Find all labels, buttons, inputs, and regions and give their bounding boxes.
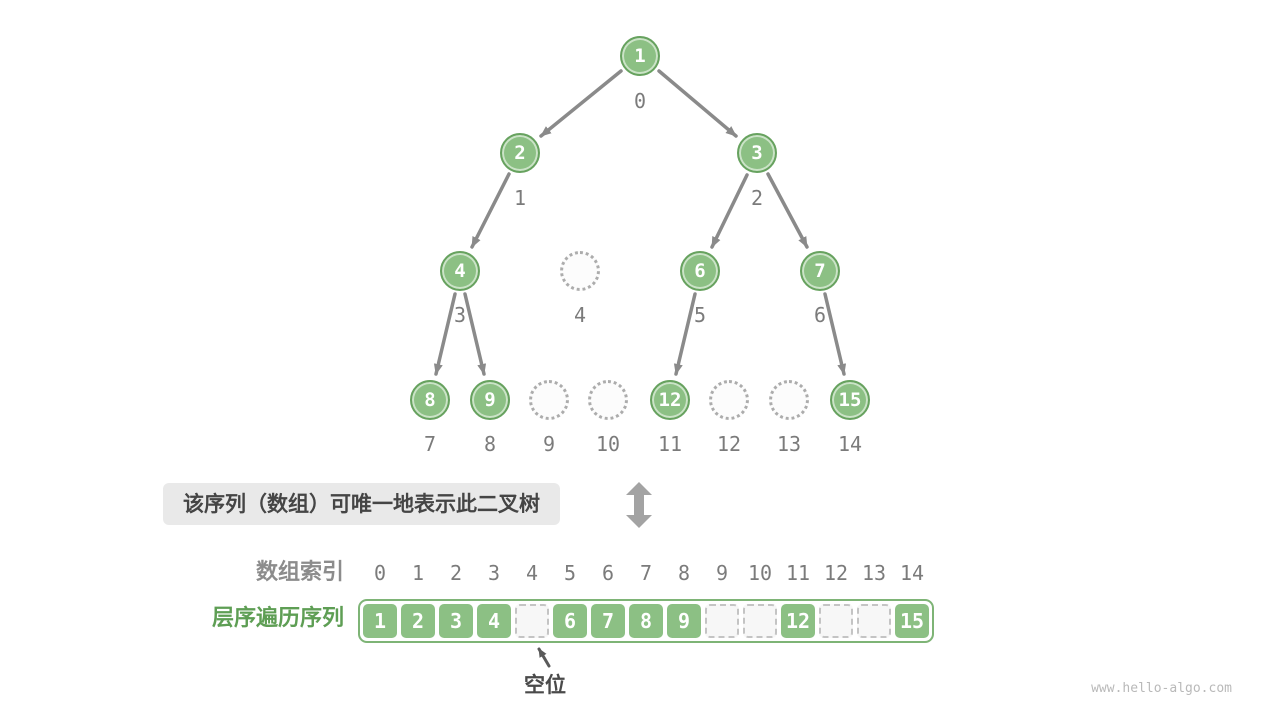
array-index-3: 3 (487, 561, 501, 585)
edge-1-to-3 (657, 69, 738, 138)
tree-index-4: 4 (573, 303, 587, 327)
array-cell-3: 4 (477, 604, 511, 638)
array-index-12: 12 (823, 561, 849, 585)
array-index-row: 0 1 2 3 4 5 6 7 8 9 10 11 12 13 14 (363, 560, 929, 586)
array-index-9: 9 (715, 561, 729, 585)
array-index-14: 14 (899, 561, 925, 585)
tree-index-6: 6 (813, 303, 827, 327)
tree-node-13-empty (769, 380, 809, 420)
array-index-1: 1 (411, 561, 425, 585)
edge-1-to-2 (539, 69, 623, 138)
array-cell-5: 6 (553, 604, 587, 638)
array-index-7: 7 (639, 561, 653, 585)
tree-index-0: 0 (633, 89, 647, 113)
array-index-0: 0 (373, 561, 387, 585)
array-cell-6: 7 (591, 604, 625, 638)
array-cell-1: 2 (401, 604, 435, 638)
tree-node-0: 1 (620, 36, 660, 76)
tree-node-2: 3 (737, 133, 777, 173)
array-index-row-label: 数组索引 (255, 560, 344, 585)
tree-node-8: 9 (470, 380, 510, 420)
tree-node-9-empty (529, 380, 569, 420)
array-cell-10-empty (743, 604, 777, 638)
tree-index-3: 3 (453, 303, 467, 327)
sequence-row-label: 层序遍历序列 (211, 606, 344, 631)
array-cell-4-empty (515, 604, 549, 638)
tree-node-14: 15 (830, 380, 870, 420)
tree-index-14: 14 (837, 432, 863, 456)
tree-node-11: 12 (650, 380, 690, 420)
array-cell-8: 9 (667, 604, 701, 638)
array-cell-11: 12 (781, 604, 815, 638)
empty-slot-label: 空位 (524, 673, 566, 697)
tree-node-3: 4 (440, 251, 480, 291)
array-index-5: 5 (563, 561, 577, 585)
tree-node-5: 6 (680, 251, 720, 291)
array-index-6: 6 (601, 561, 615, 585)
tree-index-2: 2 (750, 186, 764, 210)
array-cell-7: 8 (629, 604, 663, 638)
watermark: www.hello-algo.com (1091, 681, 1232, 696)
tree-node-12-empty (709, 380, 749, 420)
array-index-8: 8 (677, 561, 691, 585)
array-cell-0: 1 (363, 604, 397, 638)
empty-slot-arrow (537, 647, 551, 668)
caption-box: 该序列（数组）可唯一地表示此二叉树 (163, 483, 560, 525)
array-index-2: 2 (449, 561, 463, 585)
level-order-array: 1 2 3 4 6 7 8 9 12 15 (358, 599, 934, 643)
array-index-11: 11 (785, 561, 811, 585)
array-index-4: 4 (525, 561, 539, 585)
array-index-10: 10 (747, 561, 773, 585)
tree-node-4-empty (560, 251, 600, 291)
tree-index-1: 1 (513, 186, 527, 210)
tree-node-6: 7 (800, 251, 840, 291)
tree-index-13: 13 (776, 432, 802, 456)
tree-index-10: 10 (595, 432, 621, 456)
tree-node-10-empty (588, 380, 628, 420)
array-index-13: 13 (861, 561, 887, 585)
tree-index-5: 5 (693, 303, 707, 327)
tree-index-7: 7 (423, 432, 437, 456)
tree-index-11: 11 (657, 432, 683, 456)
up-down-arrow-icon (626, 482, 652, 528)
tree-node-7: 8 (410, 380, 450, 420)
array-cell-2: 3 (439, 604, 473, 638)
tree-node-1: 2 (500, 133, 540, 173)
tree-index-12: 12 (716, 432, 742, 456)
array-cell-12-empty (819, 604, 853, 638)
tree-index-9: 9 (542, 432, 556, 456)
array-cell-9-empty (705, 604, 739, 638)
array-cell-13-empty (857, 604, 891, 638)
tree-index-8: 8 (483, 432, 497, 456)
array-cell-14: 15 (895, 604, 929, 638)
